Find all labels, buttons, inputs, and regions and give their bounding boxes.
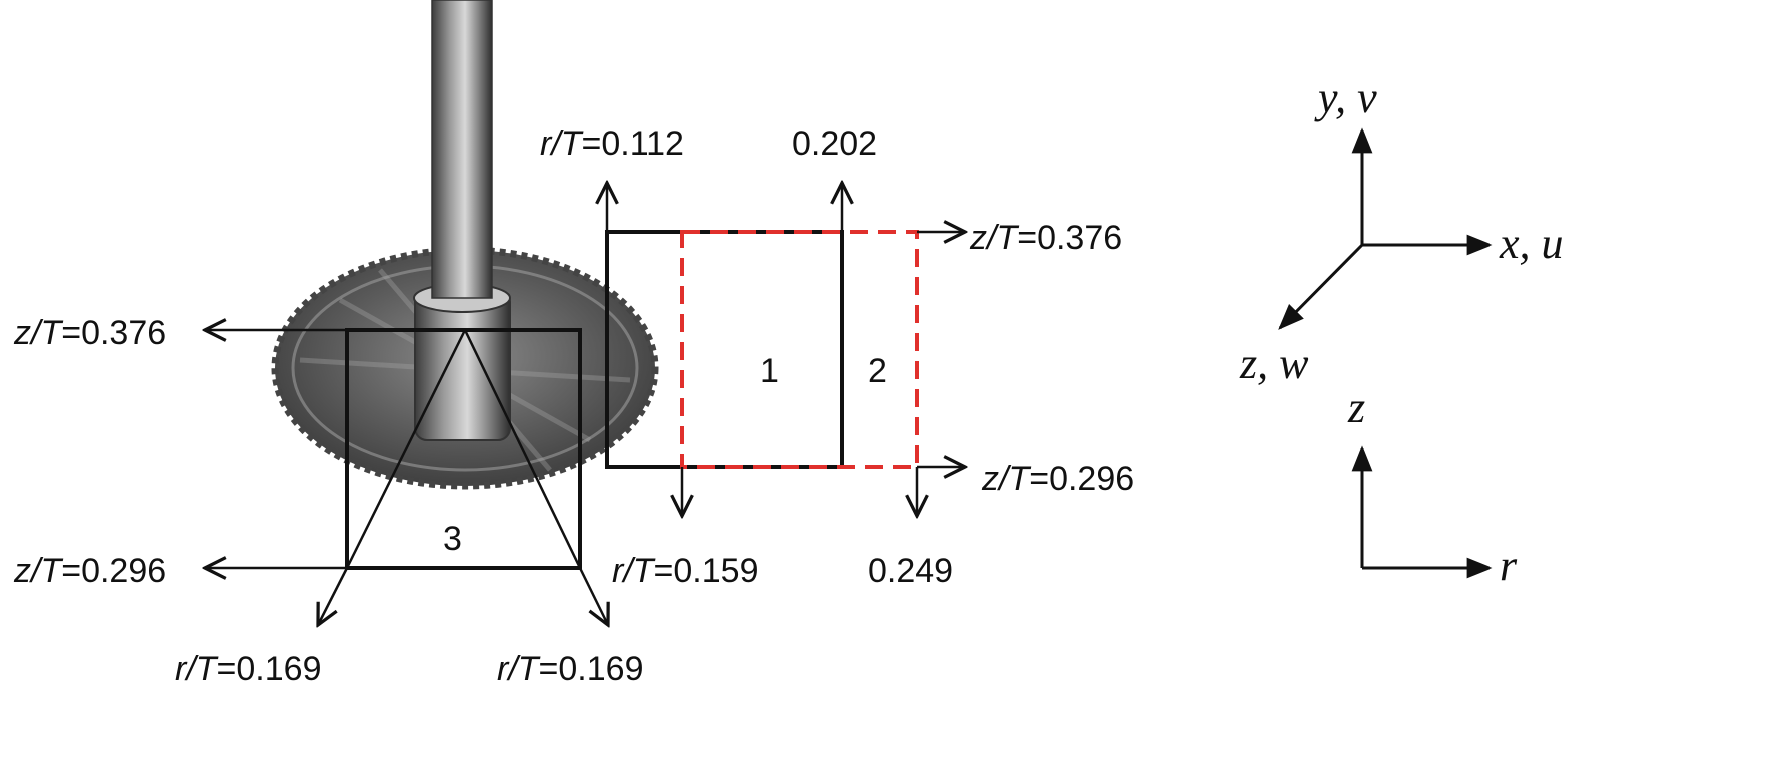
label-r-bottom-1: r/T=0.159 <box>612 552 759 590</box>
label-r-bottom-right: r/T=0.169 <box>497 650 644 688</box>
r-arrow-right <box>578 567 608 625</box>
region-1-number: 1 <box>760 352 779 390</box>
label-z-bottom-right: z/T=0.296 <box>981 460 1134 498</box>
label-r-top-2: 0.202 <box>792 125 877 163</box>
label-z-top-right: z/T=0.376 <box>969 219 1122 257</box>
coordinate-axes-2d: z r <box>1347 383 1518 590</box>
r-arrow-left <box>318 567 349 625</box>
region-3-number: 3 <box>443 520 462 558</box>
r-axis-2d-label: r <box>1500 541 1518 590</box>
label-r-bottom-2: 0.249 <box>868 552 953 590</box>
region-2-box <box>680 230 919 469</box>
z-axis-2d-label: z <box>1347 383 1365 432</box>
impeller-shaft <box>431 0 493 299</box>
label-r-bottom-left: r/T=0.169 <box>175 650 322 688</box>
x-axis-label: x, u <box>1499 219 1564 268</box>
z-axis <box>1278 243 1364 330</box>
z-axis-label: z, w <box>1239 339 1309 388</box>
label-r-top-1: r/T=0.112 <box>540 125 684 163</box>
region-3: 3 z/T=0.376 z/T=0.296 r/T=0.169 r/T=0.16… <box>13 314 644 688</box>
regions-1-2: 1 2 r/T=0.112 0.202 r/T=0.159 0.249 z/T=… <box>540 125 1134 590</box>
region-2-number: 2 <box>868 352 887 390</box>
y-axis-label: y, v <box>1314 73 1377 122</box>
label-z-top-left: z/T=0.376 <box>13 314 166 352</box>
impeller-illustration <box>271 0 659 490</box>
coordinate-axes-3d: y, v x, u z, w <box>1239 73 1564 388</box>
label-z-bottom-left: z/T=0.296 <box>13 552 166 590</box>
